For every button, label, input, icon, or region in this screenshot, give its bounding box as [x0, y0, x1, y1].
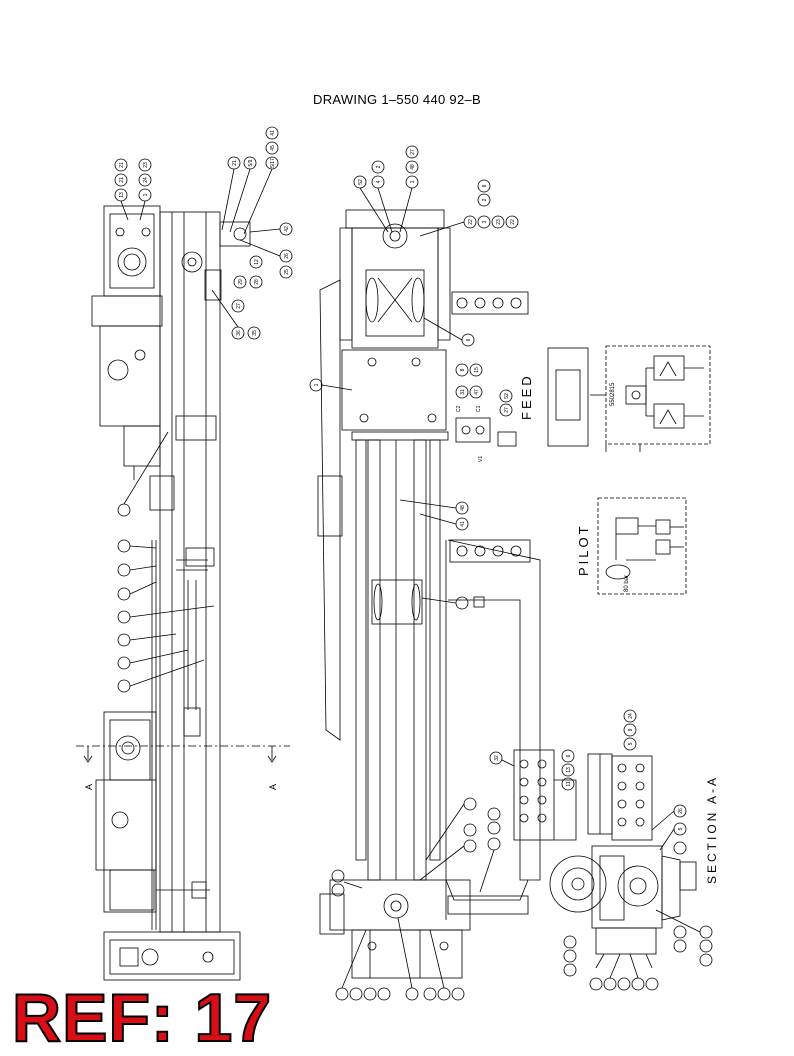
callout-number: 5: [678, 827, 684, 830]
callout-number: 23: [143, 162, 149, 168]
feed-schematic: [547, 345, 711, 452]
callout-number: 24: [143, 177, 149, 183]
callout-number: 24: [628, 713, 634, 719]
callout-number: 13: [119, 192, 125, 198]
left-callouts: 13 21 21 1 24 23 21 5/9 5/17 45 41 42 26 25 12 29 28 27 36…: [114, 126, 293, 693]
callout-number: 26: [284, 253, 290, 259]
port-c2-label: C2: [456, 405, 462, 412]
callout-number: 21: [119, 177, 125, 183]
callout-number: 13: [566, 767, 572, 773]
callout-number: 8: [460, 368, 466, 371]
center-assembly: [317, 209, 541, 979]
callout-number: 25: [284, 269, 290, 275]
callout-number: 26: [678, 808, 684, 814]
feed-label: FEED: [519, 373, 534, 420]
callout-number: 27: [410, 149, 416, 155]
section-marker-left: A: [84, 784, 94, 790]
callout-number: 21: [232, 160, 238, 166]
callout-number: 52: [358, 179, 364, 185]
section-label: SECTION A-A: [705, 775, 719, 884]
callout-number: 27: [236, 303, 242, 309]
port-v1-label: V1: [478, 456, 484, 462]
section-callouts: 32 11 13 6 5 9 24 26 5: [489, 709, 713, 991]
callout-number: 28: [254, 279, 260, 285]
callout-number: 52: [504, 393, 510, 399]
section-aa: [513, 749, 697, 969]
callout-number: 27: [504, 407, 510, 413]
callout-number: 42: [284, 226, 290, 232]
callout-number: 3: [482, 220, 488, 223]
callout-number: 41: [270, 130, 276, 136]
callout-number: 1: [410, 180, 416, 183]
callout-number: 12: [254, 259, 260, 265]
callout-number: 5/17: [270, 158, 276, 168]
pilot-schematic: [597, 497, 687, 595]
callout-number: 48: [460, 505, 466, 511]
callout-number: 48: [410, 164, 416, 170]
callout-number: 4: [376, 180, 382, 183]
port-c1-label: C1: [476, 405, 482, 412]
callout-number: 23: [496, 219, 502, 225]
callout-number: 15: [474, 367, 480, 373]
callout-number: 8: [482, 184, 488, 187]
callout-number: 6: [566, 754, 572, 757]
callout-number: 41: [460, 521, 466, 527]
callout-number: 45: [270, 145, 276, 151]
valve-code-label: 5502815: [610, 382, 616, 406]
pressure-label: 80 bar: [624, 575, 630, 592]
callout-number: 1: [314, 383, 320, 386]
callout-number: 9: [628, 728, 634, 731]
callout-number: 29: [238, 279, 244, 285]
callout-number: 32: [494, 755, 500, 761]
callout-number: 11: [566, 781, 572, 786]
callout-number: 35: [252, 330, 258, 336]
callout-number: 2: [482, 198, 488, 201]
callout-number: 1: [143, 193, 149, 196]
callout-number: 22: [510, 219, 516, 225]
callout-number: 5: [628, 742, 634, 745]
callout-number: 47: [474, 389, 480, 395]
pilot-label: PILOT: [576, 523, 591, 576]
section-marker-right: A: [268, 784, 278, 790]
callout-number: 22: [468, 219, 474, 225]
callout-number: 31: [460, 389, 466, 395]
callout-number: 21: [119, 162, 125, 168]
left-assembly: [76, 205, 290, 981]
callout-number: 2: [376, 165, 382, 168]
callout-number: 6: [466, 338, 472, 341]
callout-number: 36: [236, 330, 242, 336]
drawing-title: DRAWING 1–550 440 92–B: [313, 92, 481, 107]
callout-number: 5/9: [248, 159, 254, 166]
ref-label: REF: 17: [11, 980, 273, 1056]
